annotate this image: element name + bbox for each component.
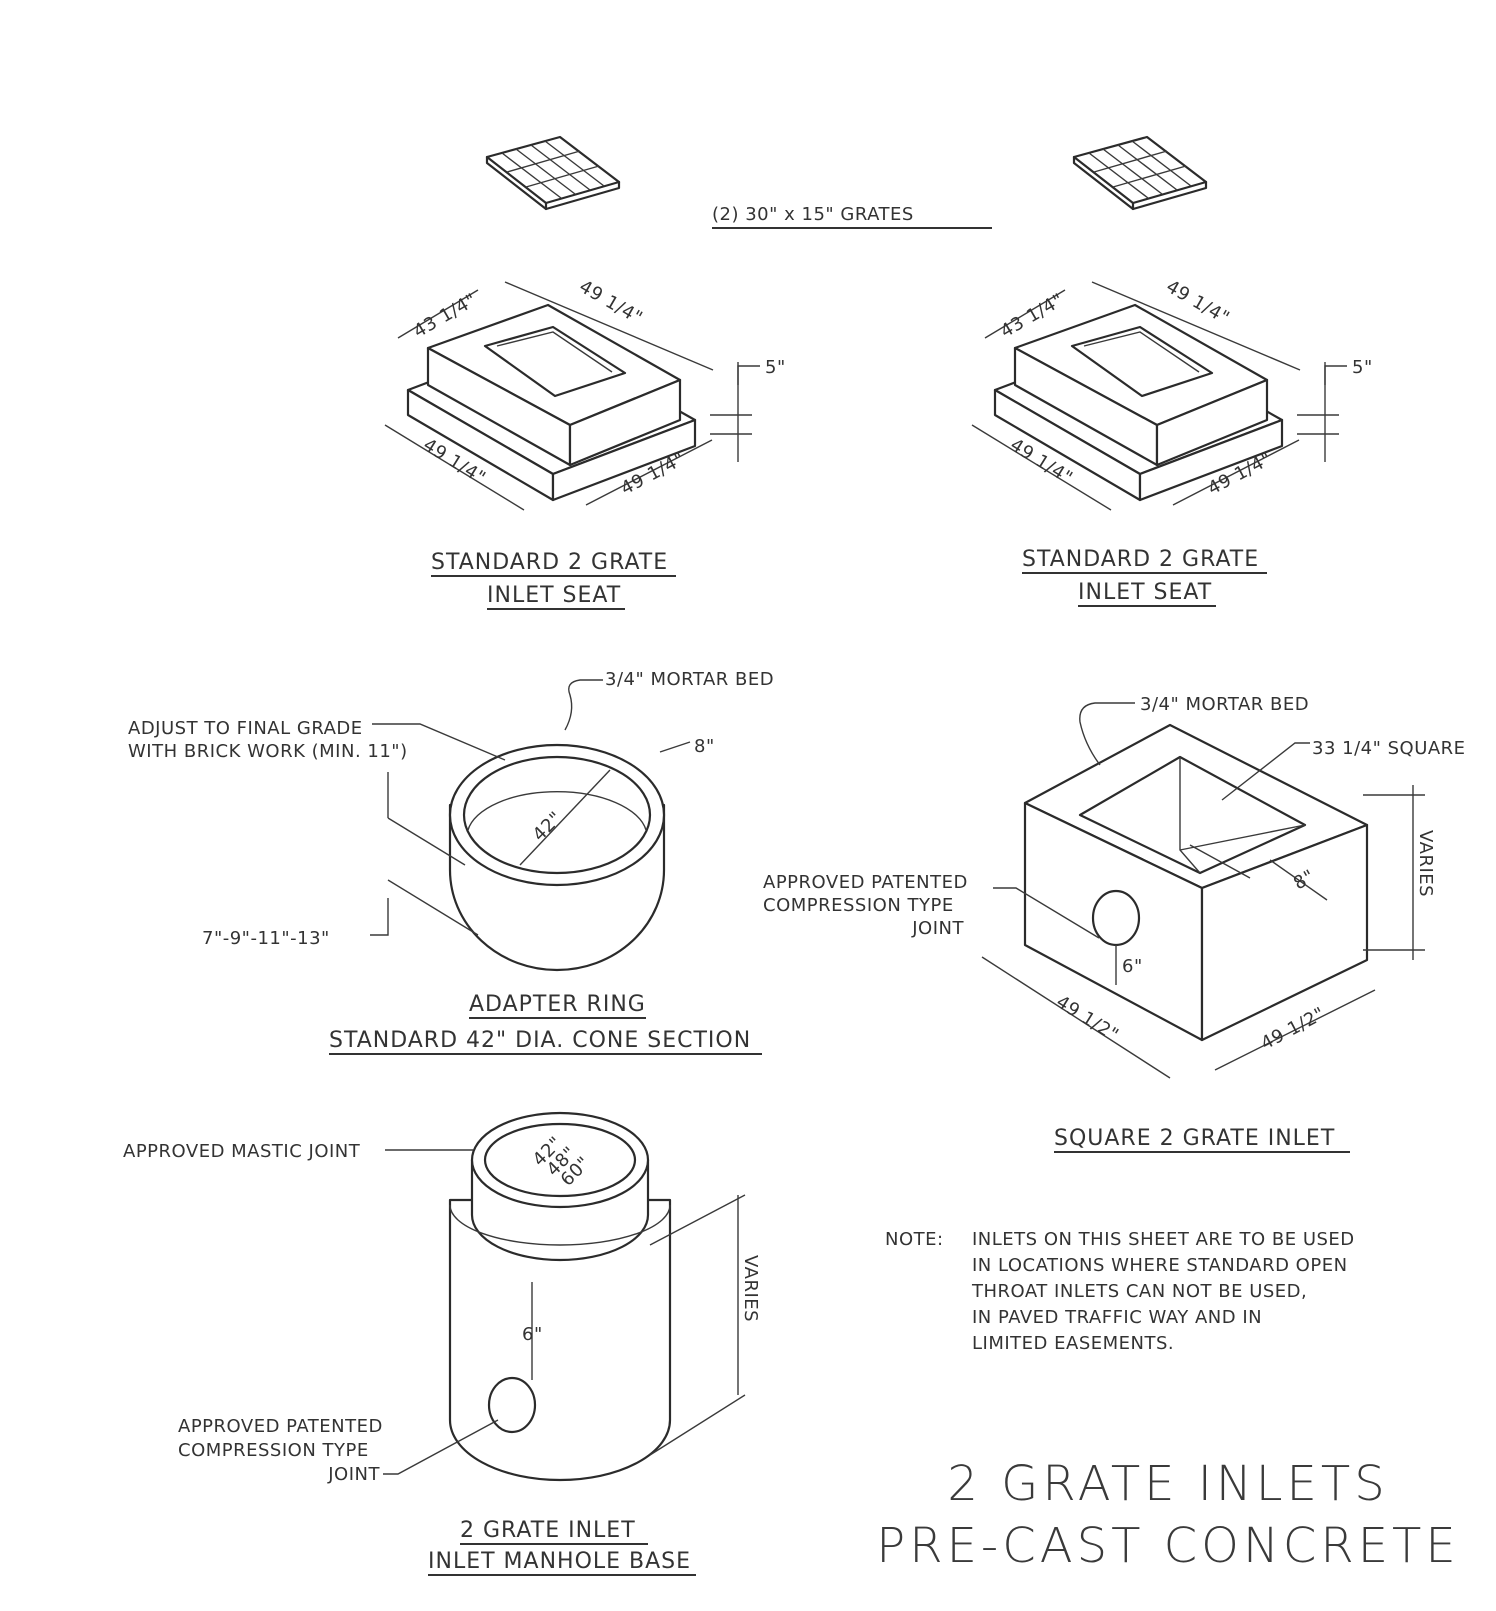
- square-mortar: 3/4" MORTAR BED: [1140, 694, 1309, 715]
- adapter-caption-1: ADAPTER RING: [469, 992, 646, 1017]
- square-offset: 6": [1122, 956, 1143, 977]
- note-label: NOTE:: [885, 1229, 944, 1250]
- grate-right: [1072, 135, 1208, 211]
- note-line-1: INLETS ON THIS SHEET ARE TO BE USED: [972, 1229, 1355, 1250]
- grates-label: (2) 30" x 15" GRATES: [712, 204, 914, 225]
- note-line-4: IN PAVED TRAFFIC WAY AND IN: [972, 1307, 1262, 1328]
- note-line-5: LIMITED EASEMENTS.: [972, 1333, 1174, 1354]
- square-varies: VARIES: [1415, 830, 1436, 897]
- adapter-adjust-2: WITH BRICK WORK (MIN. 11"): [128, 741, 408, 762]
- note-line-2: IN LOCATIONS WHERE STANDARD OPEN: [972, 1255, 1348, 1276]
- square-dim-right: 49 1/2": [1257, 1003, 1328, 1054]
- manhole-caption-2: INLET MANHOLE BASE: [428, 1549, 691, 1574]
- adapter-wall: 8": [694, 736, 715, 757]
- seat-left-caption-2: INLET SEAT: [487, 583, 621, 608]
- square-joint-3: JOINT: [911, 918, 964, 939]
- manhole-offset: 6": [522, 1324, 543, 1345]
- inlet-seat-left: [384, 281, 760, 511]
- general-note: NOTE: INLETS ON THIS SHEET ARE TO BE USE…: [885, 1229, 1355, 1354]
- adapter-caption-2: STANDARD 42" DIA. CONE SECTION: [329, 1028, 751, 1053]
- seat-right-dim-top-right: 49 1/4": [1163, 276, 1234, 329]
- manhole-varies: VARIES: [740, 1255, 761, 1322]
- manhole-joint-2: COMPRESSION TYPE: [178, 1440, 369, 1461]
- seat-left-dim-top-right: 49 1/4": [576, 276, 647, 329]
- sheet-title-line-1: 2 GRATE INLETS: [947, 1456, 1388, 1512]
- grate-left: [485, 135, 621, 211]
- manhole-base: [383, 1111, 746, 1482]
- adapter-mortar: 3/4" MORTAR BED: [605, 669, 774, 690]
- note-line-3: THROAT INLETS CAN NOT BE USED,: [971, 1281, 1307, 1302]
- manhole-joint-3: JOINT: [327, 1464, 380, 1485]
- square-joint-1: APPROVED PATENTED: [763, 872, 968, 893]
- seat-right-caption-1: STANDARD 2 GRATE: [1022, 547, 1259, 572]
- sheet-title-line-2: PRE-CAST CONCRETE: [876, 1518, 1459, 1574]
- square-inlet: [981, 702, 1425, 1079]
- seat-right-dim-height: 5": [1352, 357, 1373, 378]
- square-dim-left: 49 1/2": [1052, 991, 1122, 1046]
- square-square: 33 1/4" SQUARE: [1312, 738, 1466, 759]
- seat-left-caption-1: STANDARD 2 GRATE: [431, 550, 668, 575]
- manhole-joint-1: APPROVED PATENTED: [178, 1416, 383, 1437]
- inlet-seat-right: [971, 281, 1347, 511]
- manhole-caption-1: 2 GRATE INLET: [460, 1518, 636, 1543]
- seat-right-caption-2: INLET SEAT: [1078, 580, 1212, 605]
- seat-left-dim-height: 5": [765, 357, 786, 378]
- manhole-mastic: APPROVED MASTIC JOINT: [123, 1141, 361, 1162]
- adapter-adjust-1: ADJUST TO FINAL GRADE: [128, 718, 363, 739]
- square-caption: SQUARE 2 GRATE INLET: [1054, 1126, 1335, 1151]
- adapter-heights: 7"-9"-11"-13": [202, 928, 330, 949]
- square-joint-2: COMPRESSION TYPE: [763, 895, 954, 916]
- adapter-ring: [370, 679, 691, 972]
